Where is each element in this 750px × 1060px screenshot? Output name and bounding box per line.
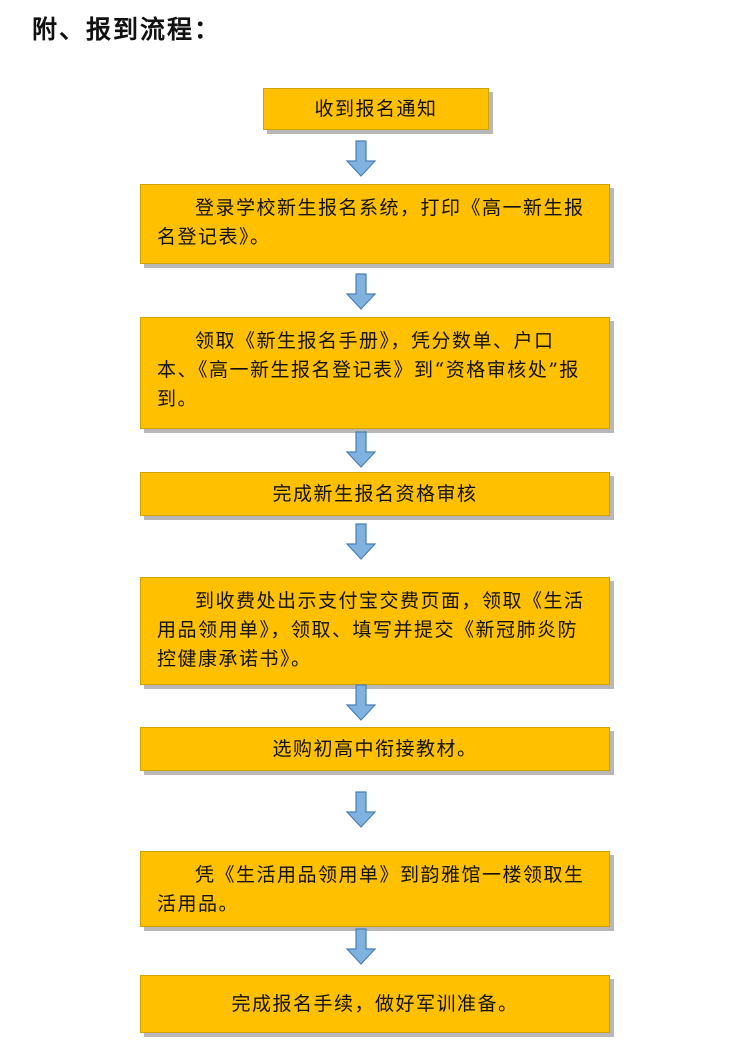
- flow-step-1: 收到报名通知: [263, 88, 489, 130]
- down-arrow-icon: [345, 523, 377, 560]
- flow-step-2: 登录学校新生报名系统，打印《高一新生报名登记表》。: [140, 184, 610, 264]
- down-arrow-icon: [345, 431, 377, 468]
- down-arrow-icon: [345, 684, 377, 721]
- page-title: 附、报到流程：: [32, 15, 222, 44]
- flow-step-2-text: 登录学校新生报名系统，打印《高一新生报名登记表》。: [157, 197, 585, 248]
- flow-step-6-text: 选购初高中衔接教材。: [272, 737, 478, 760]
- down-arrow-icon: [345, 140, 377, 177]
- flow-step-3-text: 领取《新生报名手册》，凭分数单、户口本、《高一新生报名登记表》到“资格审核处”报…: [157, 330, 580, 410]
- flow-step-8: 完成报名手续，做好军训准备。: [140, 975, 610, 1033]
- down-arrow-icon: [345, 791, 377, 828]
- flow-step-5: 到收费处出示支付宝交费页面，领取《生活用品领用单》，领取、填写并提交《新冠肺炎防…: [140, 577, 610, 685]
- flow-step-4-text: 完成新生报名资格审核: [272, 482, 478, 505]
- flow-step-6: 选购初高中衔接教材。: [140, 727, 610, 771]
- down-arrow-icon: [345, 928, 377, 965]
- flow-step-1-text: 收到报名通知: [314, 97, 438, 120]
- flow-step-3: 领取《新生报名手册》，凭分数单、户口本、《高一新生报名登记表》到“资格审核处”报…: [140, 317, 610, 429]
- flow-step-4: 完成新生报名资格审核: [140, 472, 610, 516]
- flow-step-8-text: 完成报名手续，做好军训准备。: [231, 992, 519, 1015]
- flow-step-7: 凭《生活用品领用单》到韵雅馆一楼领取生活用品。: [140, 851, 610, 927]
- flow-step-5-text: 到收费处出示支付宝交费页面，领取《生活用品领用单》，领取、填写并提交《新冠肺炎防…: [157, 590, 585, 670]
- flow-step-7-text: 凭《生活用品领用单》到韵雅馆一楼领取生活用品。: [157, 864, 585, 915]
- down-arrow-icon: [345, 273, 377, 310]
